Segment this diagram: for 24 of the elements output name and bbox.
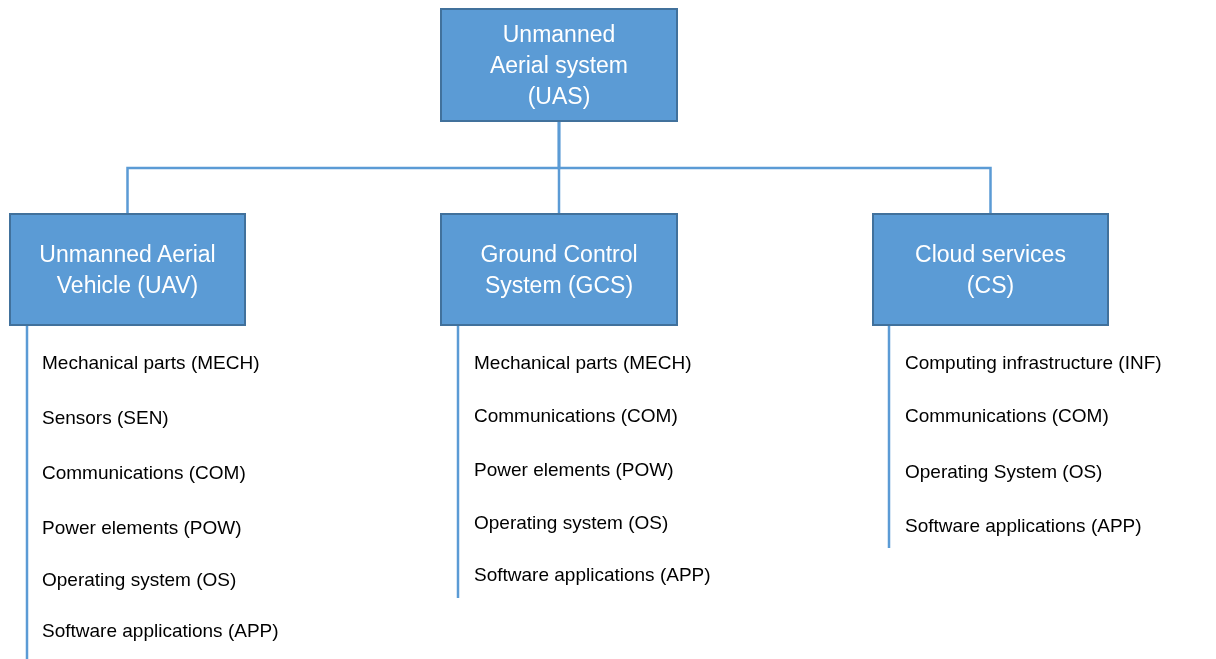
box-label: Unmanned Aerial Vehicle (UAV): [38, 239, 217, 300]
process-box: [9, 213, 246, 326]
component-label: Software applications (APP): [474, 563, 711, 587]
component-label: Mechanical parts (MECH): [42, 351, 260, 375]
box-label: Cloud services (CS): [914, 239, 1067, 300]
connector-line: [557, 122, 992, 213]
component-label: Communications (COM): [42, 461, 246, 485]
component-label: Operating system (OS): [42, 568, 237, 592]
component-label: Communications (COM): [474, 404, 678, 428]
component-label: Communications (COM): [905, 404, 1109, 428]
component-label: Operating system (OS): [474, 511, 669, 535]
process-box: [440, 8, 678, 122]
component-label: Software applications (APP): [905, 514, 1142, 538]
component-label: Mechanical parts (MECH): [474, 351, 692, 375]
component-label: Power elements (POW): [42, 516, 242, 540]
box-label: Ground Control System (GCS): [479, 239, 639, 300]
component-label: Operating System (OS): [905, 460, 1103, 484]
box-label: Unmanned Aerial system (UAS): [488, 19, 629, 111]
component-label: Sensors (SEN): [42, 406, 169, 430]
component-label: Power elements (POW): [474, 458, 674, 482]
process-box: [872, 213, 1109, 326]
component-label: Computing infrastructure (INF): [905, 351, 1162, 375]
component-label: Software applications (APP): [42, 619, 279, 643]
process-box: [440, 213, 678, 326]
